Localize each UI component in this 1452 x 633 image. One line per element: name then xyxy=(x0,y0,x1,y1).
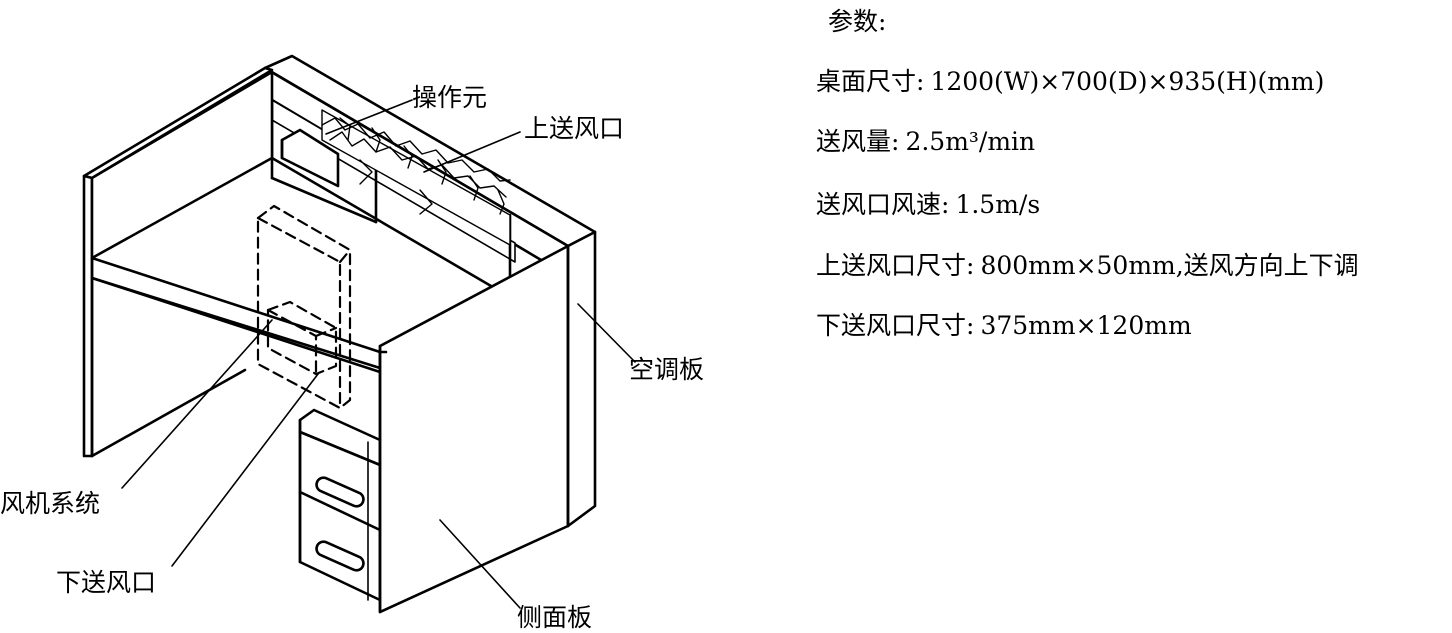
param-value: 800mm×50mm,送风方向上下调 xyxy=(980,251,1359,280)
param-label: 上送风口尺寸: xyxy=(816,251,975,280)
right-side-panel xyxy=(378,244,570,614)
param-row-outlet-speed: 送风口风速:1.5m/s xyxy=(816,185,1040,221)
lower-vent-label: 下送风口 xyxy=(56,568,157,597)
param-label: 送风口风速: xyxy=(816,190,950,219)
param-row-airflow: 送风量:2.5m³/min xyxy=(816,122,1035,158)
param-label: 桌面尺寸: xyxy=(816,67,925,96)
ac-panel xyxy=(566,230,597,528)
left-side-panel xyxy=(82,66,274,458)
param-value: 2.5m³/min xyxy=(905,127,1036,156)
param-value: 375mm×120mm xyxy=(980,311,1192,340)
param-row-lower-vent-size: 下送风口尺寸:375mm×120mm xyxy=(816,306,1192,342)
leader-lines xyxy=(121,99,636,609)
param-row-desk-size: 桌面尺寸:1200(W)×700(D)×935(H)(mm) xyxy=(816,62,1324,98)
drawer-unit xyxy=(298,408,382,602)
param-value: 1.5m/s xyxy=(955,190,1041,219)
side-panel-label: 侧面板 xyxy=(517,603,593,632)
ac-panel-label: 空调板 xyxy=(629,355,705,384)
param-value: 1200(W)×700(D)×935(H)(mm) xyxy=(930,67,1325,96)
operation-unit-label: 操作元 xyxy=(412,83,488,112)
operation-unit-box xyxy=(280,128,340,188)
fan-system-hidden xyxy=(256,204,352,410)
param-label: 送风量: xyxy=(816,127,900,156)
upper-vent-grille xyxy=(321,109,511,246)
param-row-upper-vent-size: 上送风口尺寸:800mm×50mm,送风方向上下调 xyxy=(816,246,1359,282)
fan-system-label: 风机系统 xyxy=(0,489,101,518)
desk-top xyxy=(90,156,517,374)
param-label: 下送风口尺寸: xyxy=(816,311,975,340)
upper-vent-label: 上送风口 xyxy=(524,114,625,143)
parameters-title: 参数: xyxy=(828,7,887,36)
